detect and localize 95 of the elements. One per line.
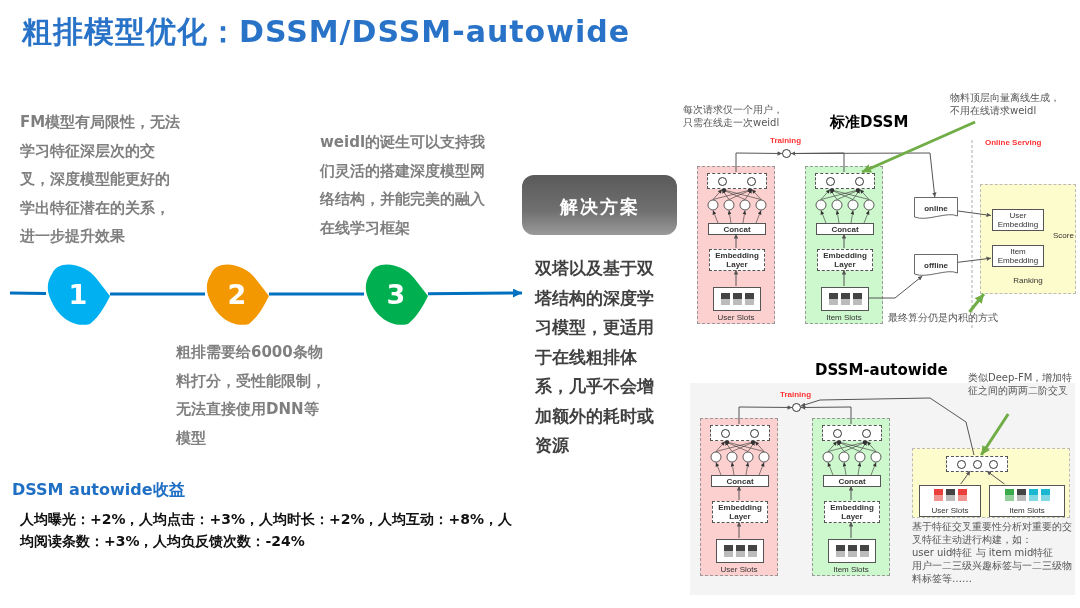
solution-text: 双塔以及基于双塔结构的深度学习模型，更适用于在线粗排体系，几乎不会增加额外的耗时或资源 bbox=[535, 257, 655, 457]
arrow bbox=[848, 521, 854, 539]
arrow bbox=[790, 151, 845, 173]
slide-title: 粗排模型优化：DSSM/DSSM-autowide bbox=[22, 13, 631, 51]
doc-label: offline bbox=[924, 260, 948, 270]
arrow bbox=[428, 288, 522, 298]
connector-line bbox=[9, 291, 47, 295]
slots-label: Item Slots bbox=[1009, 506, 1045, 515]
connector-line bbox=[110, 292, 205, 296]
cross-layer-box bbox=[946, 456, 1008, 472]
box-label: Concat bbox=[838, 476, 866, 486]
arrow bbox=[736, 485, 742, 501]
panel-label: Ranking bbox=[1013, 276, 1043, 285]
training-label: Training bbox=[770, 136, 803, 145]
callout-text: FM模型有局限性，无法学习特征深层次的交叉，深度模型能更好的学出特征潜在的关系，进一步提升效果 bbox=[20, 112, 182, 247]
box-label: Embedding Layer bbox=[717, 502, 763, 522]
arrow bbox=[733, 233, 739, 249]
arrow bbox=[736, 521, 742, 539]
arrow bbox=[848, 485, 854, 501]
figure-heading: DSSM-autowide bbox=[815, 361, 949, 379]
ranking-panel bbox=[980, 184, 1076, 294]
output-layer-box bbox=[710, 425, 770, 441]
connector-line bbox=[269, 292, 364, 296]
output-layer-box bbox=[707, 173, 767, 189]
tower-label: Item Slots bbox=[833, 565, 869, 574]
embedding-layer-box bbox=[824, 501, 880, 523]
annotation-text: 最终算分仍是内积的方式 bbox=[888, 312, 999, 325]
arrow bbox=[867, 275, 923, 299]
result-text: 人均曝光：+2%，人均点击：+3%，人均时长：+2%，人均互动：+8%，人均阅读条数：+3%，人均负反馈次数：-24% bbox=[20, 510, 513, 551]
note-text: user uid特征 与 item mid特征 bbox=[912, 547, 1055, 560]
arrow bbox=[738, 405, 793, 425]
arrow bbox=[980, 413, 1010, 456]
section-label: Online Serving bbox=[985, 138, 1043, 147]
arrow bbox=[861, 120, 976, 174]
concat-box bbox=[823, 475, 881, 487]
arrow bbox=[968, 293, 986, 313]
output-layer-box bbox=[815, 173, 875, 189]
tower-label: User Slots bbox=[717, 313, 755, 322]
box-label: Concat bbox=[723, 224, 751, 234]
concat-box bbox=[708, 223, 766, 235]
arrow bbox=[841, 269, 847, 287]
slots-label: User Slots bbox=[931, 506, 969, 515]
arrow bbox=[800, 405, 852, 425]
box-label: Concat bbox=[831, 224, 859, 234]
embedding-layer-box bbox=[712, 501, 768, 523]
feature-slots-box bbox=[919, 485, 981, 517]
arrow bbox=[800, 397, 975, 456]
concat-box bbox=[711, 475, 769, 487]
arrow bbox=[957, 256, 992, 263]
arrow bbox=[986, 470, 1005, 485]
solution-banner bbox=[522, 175, 677, 235]
arrow bbox=[957, 210, 992, 218]
arrow bbox=[841, 233, 847, 249]
step-number: 1 bbox=[68, 278, 88, 310]
banner-title: 解决方案 bbox=[559, 195, 640, 219]
section-heading: DSSM autowide收益 bbox=[12, 480, 186, 501]
tower-label: Item Slots bbox=[826, 313, 862, 322]
tower-panel bbox=[805, 166, 883, 324]
annotation-text: 类似Deep-FM，增加特征之间的两两二阶交叉 bbox=[968, 372, 1074, 397]
score-label: Score bbox=[1053, 231, 1075, 240]
annotation-text: 物料顶层向量离线生成，不用在线请求weidl bbox=[950, 92, 1061, 117]
feature-slots-box bbox=[713, 287, 761, 311]
output-layer-box bbox=[822, 425, 882, 441]
tower-label: User Slots bbox=[720, 565, 758, 574]
box-label: Concat bbox=[726, 476, 754, 486]
box-label: Item Embedding bbox=[996, 246, 1040, 266]
box-label: Embedding Layer bbox=[829, 502, 875, 522]
embedding-layer-box bbox=[709, 249, 765, 271]
tower-panel bbox=[697, 166, 775, 324]
arrow bbox=[960, 470, 971, 485]
box-label: Embedding Layer bbox=[822, 250, 868, 270]
box-label: User Embedding bbox=[996, 210, 1040, 230]
embedding-layer-box bbox=[817, 249, 873, 271]
feature-slots-box bbox=[989, 485, 1065, 517]
training-label: Training bbox=[780, 390, 813, 399]
callout-text: weidl的诞生可以支持我们灵活的搭建深度模型网络结构，并能完美的融入在线学习框架 bbox=[320, 132, 486, 239]
cross-feature-panel bbox=[912, 448, 1070, 518]
tower-panel bbox=[700, 418, 778, 576]
training-node-circle bbox=[782, 149, 791, 158]
concat-box bbox=[816, 223, 874, 235]
feature-slots-box bbox=[821, 287, 869, 311]
callout-text: 粗排需要给6000条物料打分，受性能限制，无法直接使用DNN等模型 bbox=[176, 342, 327, 449]
training-node-circle bbox=[792, 403, 801, 412]
feature-slots-box bbox=[716, 539, 764, 563]
arrow bbox=[735, 151, 783, 173]
step-number: 3 bbox=[386, 278, 406, 310]
step-number: 2 bbox=[227, 278, 247, 310]
doc-label: online bbox=[924, 203, 948, 213]
box-label: Embedding Layer bbox=[714, 250, 760, 270]
feature-slots-box bbox=[828, 539, 876, 563]
figure-heading: 标准DSSM bbox=[830, 113, 910, 132]
annotation-text: 每次请求仅一个用户，只需在线走一次weidl bbox=[683, 103, 784, 129]
tower-panel bbox=[812, 418, 890, 576]
note-text: 用户一二三级兴趣标签与一二三级物料标签等…… bbox=[912, 560, 1072, 585]
arrow bbox=[733, 269, 739, 287]
